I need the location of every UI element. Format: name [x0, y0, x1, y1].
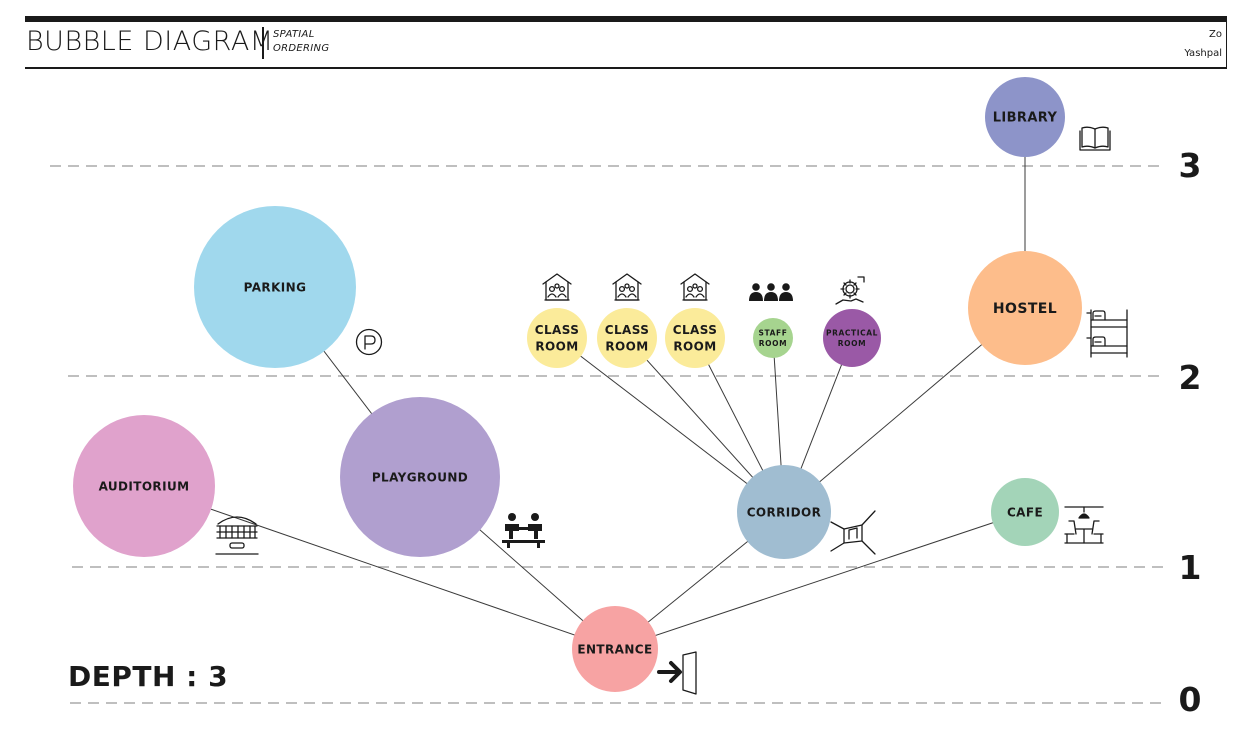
gear-hand-icon [835, 276, 865, 305]
bubble-library-label: LIBRARY [993, 111, 1058, 126]
space-bubbles: LIBRARY PARKING CLASS ROOM CLASS ROOM CLASS ROO… [73, 77, 1082, 692]
bubble-staff-room-circle [753, 318, 793, 358]
cafe-icon [1064, 506, 1104, 544]
bubble-entrance-label: ENTRANCE [577, 642, 652, 656]
space-icons [215, 126, 1128, 695]
author-line-2: Yashpal [1184, 48, 1222, 59]
bubble-library: LIBRARY [985, 77, 1065, 157]
classroom-icon [612, 273, 642, 301]
header-top-rule [25, 16, 1227, 22]
bubble-parking-label: PARKING [244, 280, 307, 294]
bubble-cafe-label: CAFE [1007, 505, 1043, 519]
corridor-icon [830, 510, 876, 555]
bubble-library-circle [985, 77, 1065, 157]
bubble-entrance-circle [572, 606, 658, 692]
bubble-playground: PLAYGROUND [340, 397, 500, 557]
bubble-auditorium-label: AUDITORIUM [99, 479, 190, 493]
bubble-cafe-circle [991, 478, 1059, 546]
bubble-corridor: CORRIDOR [737, 465, 831, 559]
bubble-practical-room-label: ROOM [838, 339, 866, 348]
edge-corridor-classroom-1 [556, 337, 785, 513]
bubble-staff-room-label: ROOM [759, 339, 787, 348]
bubble-classroom-1-label: ROOM [535, 339, 578, 353]
people-icon [749, 283, 793, 301]
connection-lines [143, 117, 1026, 650]
header-right-edge [1226, 22, 1227, 67]
bubble-practical-room-label: PRACTICAL [826, 329, 878, 338]
depth-level-lines [50, 165, 1165, 704]
bubble-hostel-label: HOSTEL [993, 301, 1057, 317]
bubble-classroom-2-circle [597, 308, 657, 368]
bubble-classroom-1: CLASS ROOM [527, 308, 587, 368]
bubble-classroom-3: CLASS ROOM [665, 308, 725, 368]
bubble-classroom-3-label: ROOM [673, 339, 716, 353]
depth-summary: DEPTH : 3 [68, 660, 229, 693]
bubble-cafe: CAFE [991, 478, 1059, 546]
edge-entrance-auditorium [143, 485, 616, 650]
bubble-classroom-2-label: CLASS [605, 323, 650, 337]
author-line-1: Zo [1209, 29, 1222, 40]
bubble-classroom-1-circle [527, 308, 587, 368]
bubble-parking: PARKING [194, 206, 356, 368]
bubble-corridor-circle [737, 465, 831, 559]
entrance-arrow-icon [657, 651, 697, 695]
bubble-classroom-2: CLASS ROOM [597, 308, 657, 368]
page-title: BUBBLE DIAGRAM [26, 26, 274, 57]
subtitle-line-2: ORDERING [273, 43, 330, 54]
bubble-hostel: HOSTEL [968, 251, 1082, 365]
bubble-playground-label: PLAYGROUND [372, 470, 468, 484]
header-bottom-rule [25, 67, 1227, 69]
bubble-playground-circle [340, 397, 500, 557]
bubble-classroom-2-label: ROOM [605, 339, 648, 353]
subtitle-line-1: SPATIAL [273, 29, 315, 40]
auditorium-icon [215, 516, 259, 555]
book-icon [1079, 126, 1111, 151]
bubble-classroom-3-circle [665, 308, 725, 368]
bubble-entrance: ENTRANCE [572, 606, 658, 692]
sports-icon [502, 513, 545, 548]
bubble-parking-circle [194, 206, 356, 368]
bubble-corridor-label: CORRIDOR [747, 505, 822, 519]
edge-entrance-cafe [614, 511, 1026, 650]
bubble-classroom-3-label: CLASS [673, 323, 718, 337]
parking-icon [355, 328, 383, 356]
bunk-bed-icon [1086, 309, 1128, 358]
bubble-staff-room-label: STAFF [759, 329, 788, 338]
title-separator [262, 27, 264, 59]
bubble-auditorium-circle [73, 415, 215, 557]
depth-level-1-label: 1 [1178, 548, 1202, 587]
bubble-hostel-circle [968, 251, 1082, 365]
depth-level-3-label: 3 [1178, 146, 1202, 185]
depth-level-0-label: 0 [1178, 680, 1202, 719]
bubble-practical-room-circle [823, 309, 881, 367]
depth-level-2-label: 2 [1178, 358, 1202, 397]
bubble-classroom-1-label: CLASS [535, 323, 580, 337]
bubble-auditorium: AUDITORIUM [73, 415, 215, 557]
classroom-icon [680, 273, 710, 301]
classroom-icon [542, 273, 572, 301]
